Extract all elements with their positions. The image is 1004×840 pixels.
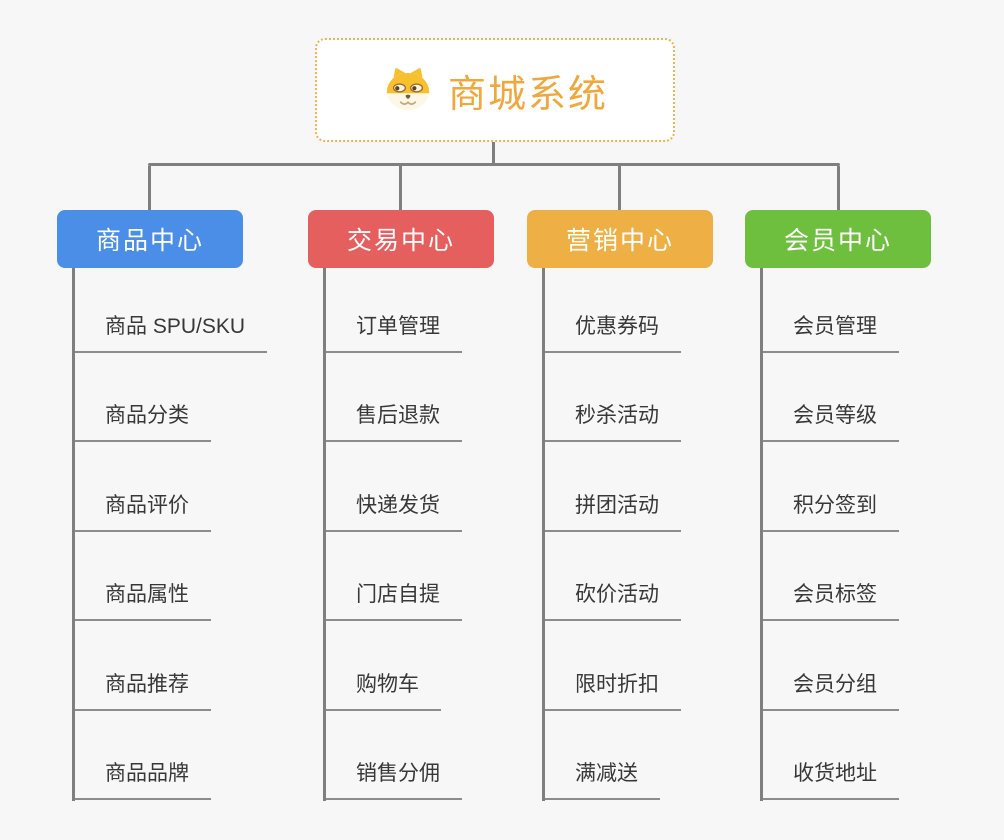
list-item[interactable]: 快递发货 <box>326 490 462 532</box>
list-item[interactable]: 商品品牌 <box>75 758 211 800</box>
branch-column-products: 商品 SPU/SKU 商品分类 商品评价 商品属性 商品推荐 商品品牌 <box>72 268 268 801</box>
connector-drop-trade <box>399 166 402 210</box>
list-item[interactable]: 积分签到 <box>763 490 899 532</box>
list-item[interactable]: 门店自提 <box>326 579 462 621</box>
list-item[interactable]: 商品评价 <box>75 490 211 532</box>
list-item[interactable]: 拼团活动 <box>545 490 681 532</box>
list-item[interactable]: 满减送 <box>545 758 660 800</box>
list-item[interactable]: 会员分组 <box>763 669 899 711</box>
list-item[interactable]: 订单管理 <box>326 311 462 353</box>
list-item[interactable]: 商品分类 <box>75 400 211 442</box>
branch-label: 交易中心 <box>346 227 455 255</box>
list-item[interactable]: 砍价活动 <box>545 579 681 621</box>
list-item[interactable]: 商品推荐 <box>75 669 211 711</box>
branch-label: 营销中心 <box>565 227 674 255</box>
branch-node-products[interactable]: 商品中心 <box>57 210 243 268</box>
list-item[interactable]: 销售分佣 <box>326 758 462 800</box>
branch-column-members: 会员管理 会员等级 积分签到 会员标签 会员分组 收货地址 <box>760 268 899 801</box>
branch-node-marketing[interactable]: 营销中心 <box>527 210 713 268</box>
root-topic[interactable]: 商城系统 <box>315 38 675 142</box>
connector-horizontal-bar <box>148 163 840 166</box>
list-item[interactable]: 售后退款 <box>326 400 462 442</box>
list-item[interactable]: 购物车 <box>326 669 441 711</box>
branch-label: 会员中心 <box>783 227 892 255</box>
connector-root-stem <box>492 141 495 164</box>
connector-drop-products <box>148 166 151 210</box>
list-item[interactable]: 收货地址 <box>763 758 899 800</box>
branch-node-trade[interactable]: 交易中心 <box>308 210 494 268</box>
list-item[interactable]: 会员等级 <box>763 400 899 442</box>
branch-node-members[interactable]: 会员中心 <box>745 210 931 268</box>
branch-column-marketing: 优惠券码 秒杀活动 拼团活动 砍价活动 限时折扣 满减送 <box>542 268 681 801</box>
list-item[interactable]: 限时折扣 <box>545 669 681 711</box>
list-item[interactable]: 秒杀活动 <box>545 400 681 442</box>
list-item[interactable]: 商品 SPU/SKU <box>75 311 268 353</box>
list-item[interactable]: 优惠券码 <box>545 311 681 353</box>
list-item[interactable]: 会员管理 <box>763 311 899 353</box>
branch-column-trade: 订单管理 售后退款 快递发货 门店自提 购物车 销售分佣 <box>323 268 462 801</box>
connector-drop-marketing <box>618 166 621 210</box>
list-item[interactable]: 商品属性 <box>75 579 211 621</box>
connector-drop-members <box>837 166 840 210</box>
branch-label: 商品中心 <box>95 227 204 255</box>
root-title: 商城系统 <box>447 73 608 116</box>
list-item[interactable]: 会员标签 <box>763 579 899 621</box>
dog-face-icon <box>382 66 434 114</box>
